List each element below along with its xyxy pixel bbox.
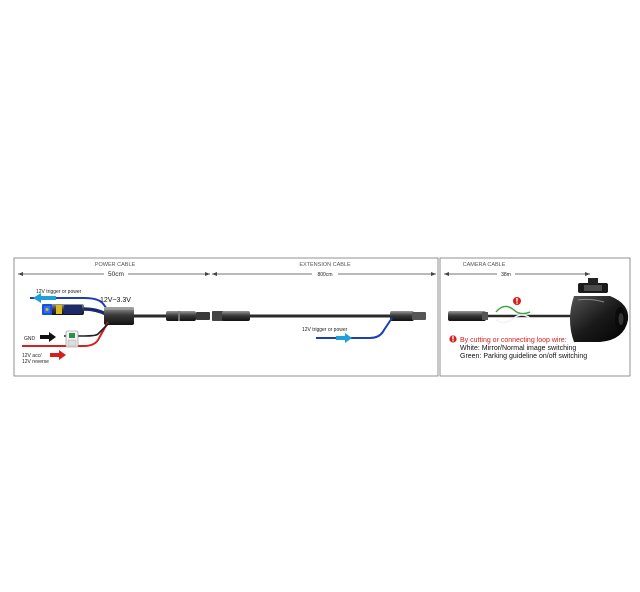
arrow-right-icon: [40, 332, 56, 342]
arrow-red-icon: [50, 350, 66, 360]
main-frame: [13, 257, 439, 377]
trigger-label-extension: 12V trigger or power: [302, 327, 348, 333]
acc-label: 12V acc/: [22, 353, 42, 359]
trigger-wire-top: [30, 297, 111, 314]
rca-connector: [42, 304, 107, 316]
trigger-wire-extension: [316, 317, 393, 339]
fuse-holder: [65, 330, 79, 348]
power-wire-red: [22, 321, 109, 347]
voltage-label: 12V~3.3V: [100, 297, 131, 304]
camera-cable-length: 38m: [501, 272, 511, 278]
power-cable-length: 50cm: [108, 271, 124, 278]
extension-connector-left: [212, 311, 250, 321]
extension-cable-title: EXTENSION CABLE: [299, 262, 351, 268]
arrow-left-icon: [33, 293, 56, 303]
loop-wire: [495, 305, 531, 324]
warning-icon: [513, 297, 521, 305]
warning-icon: [449, 335, 457, 343]
connector-icon: [166, 311, 210, 321]
ground-wire-black: [64, 321, 111, 337]
camera-icon: [570, 278, 629, 342]
junction-box: [104, 307, 134, 325]
trigger-label-top: 12V trigger or power: [36, 289, 82, 295]
arrow-right-icon: [336, 333, 352, 343]
camera-frame: [439, 257, 631, 377]
dimension-power: 50cm: [18, 269, 210, 278]
extension-cable-length: 800cm: [317, 272, 332, 278]
camera-connector: [448, 311, 488, 321]
power-cable-title: POWER CABLE: [95, 262, 136, 268]
reverse-label: 12V reverse: [22, 359, 49, 365]
extension-connector-right: [390, 311, 426, 321]
note-title: By cutting or connecting loop wire:: [460, 337, 567, 344]
camera-cable-title: CAMERA CABLE: [463, 262, 506, 268]
dimension-camera: 38m: [444, 270, 590, 278]
note-line-1: White: Mirror/Normal image switching: [460, 345, 576, 352]
note-line-2: Green: Parking guideline on/off switchin…: [460, 353, 587, 360]
dimension-extension: 800cm: [212, 270, 436, 278]
gnd-label: GND: [24, 336, 36, 342]
